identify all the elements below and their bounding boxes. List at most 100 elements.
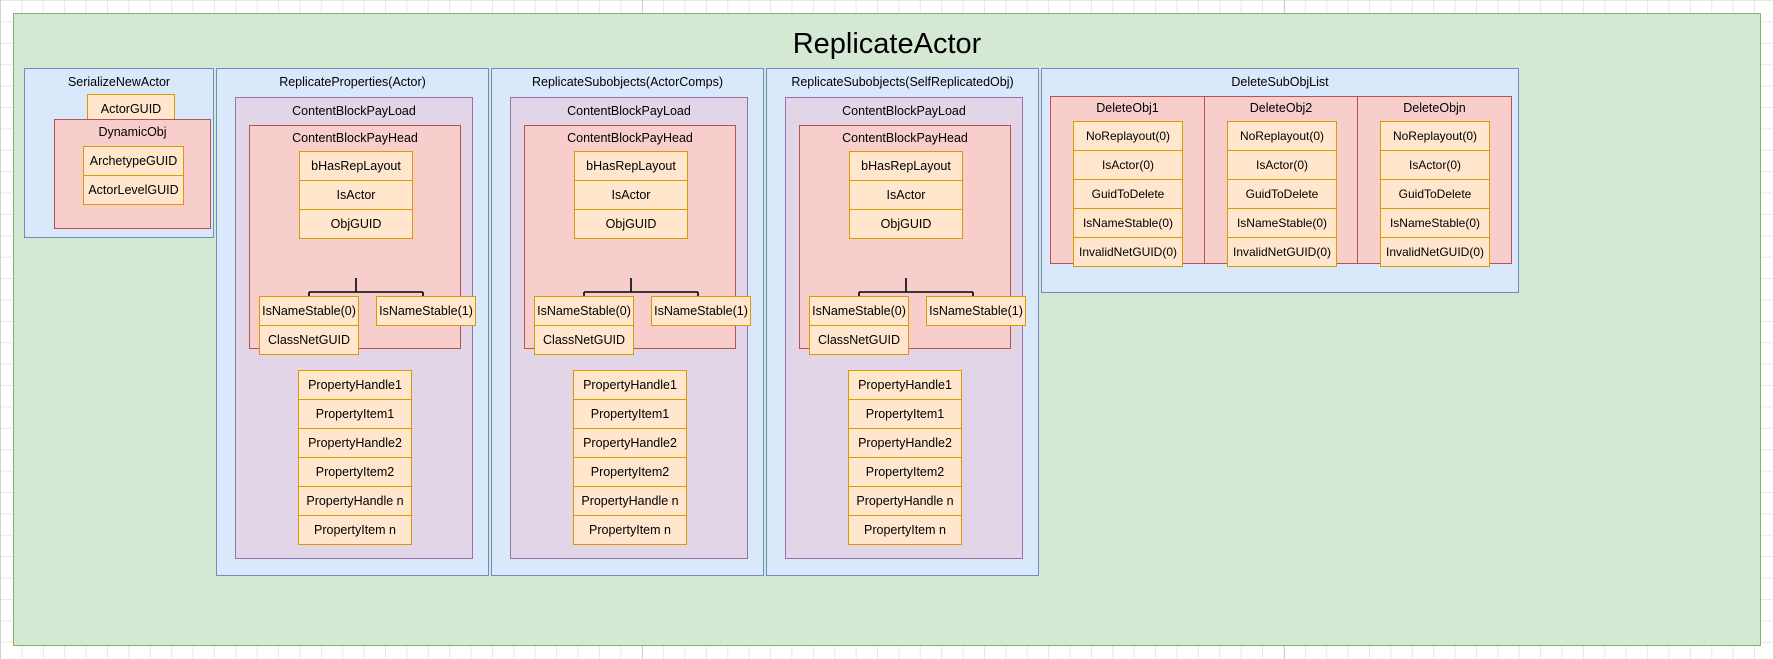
list-item[interactable]: IsNameStable(0): [1380, 208, 1490, 238]
list-item[interactable]: IsActor(0): [1227, 150, 1337, 180]
list-item[interactable]: GuidToDelete: [1073, 179, 1183, 209]
delete-obj-1-container[interactable]: DeleteObj1 NoReplayout(0) IsActor(0) Gui…: [1051, 97, 1205, 267]
list-item[interactable]: PropertyItem2: [848, 457, 962, 487]
content-block-payhead-title: ContentBlockPayHead: [567, 131, 693, 145]
delete-obj-n-item-list: NoReplayout(0) IsActor(0) GuidToDelete I…: [1380, 121, 1490, 267]
list-item[interactable]: PropertyItem1: [573, 399, 687, 429]
content-block-payload-title: ContentBlockPayLoad: [842, 104, 966, 118]
list-item[interactable]: IsNameStable(0): [259, 296, 359, 326]
delete-sub-obj-list-title: DeleteSubObjList: [1231, 75, 1329, 89]
branch-left-list: IsNameStable(0) ClassNetGUID: [534, 296, 634, 355]
list-item[interactable]: IsActor: [299, 180, 413, 210]
list-item[interactable]: NoReplayout(0): [1380, 121, 1490, 151]
list-item[interactable]: PropertyHandle1: [573, 370, 687, 400]
list-item[interactable]: PropertyHandle2: [573, 428, 687, 458]
list-item[interactable]: PropertyHandle1: [298, 370, 412, 400]
replicate-subobjects-actorcomps-title: ReplicateSubobjects(ActorComps): [531, 75, 724, 89]
delete-obj-n-container[interactable]: DeleteObjn NoReplayout(0) IsActor(0) Gui…: [1357, 97, 1511, 267]
list-item[interactable]: IsActor(0): [1380, 150, 1490, 180]
list-item[interactable]: bHasRepLayout: [574, 151, 688, 181]
list-item[interactable]: NoReplayout(0): [1227, 121, 1337, 151]
list-item[interactable]: PropertyItem1: [848, 399, 962, 429]
replicate-actor-container[interactable]: ReplicateActor SerializeNewActor ActorGU…: [13, 13, 1761, 646]
list-item[interactable]: PropertyHandle n: [573, 486, 687, 516]
content-block-payhead-title: ContentBlockPayHead: [842, 131, 968, 145]
list-item[interactable]: IsNameStable(0): [534, 296, 634, 326]
page-title: ReplicateActor: [792, 28, 982, 60]
delete-obj-2-item-list: NoReplayout(0) IsActor(0) GuidToDelete I…: [1227, 121, 1337, 267]
serialize-new-actor-container[interactable]: SerializeNewActor ActorGUID DynamicObj A…: [24, 68, 214, 238]
list-item[interactable]: IsNameStable(1): [376, 296, 476, 326]
columns-row: SerializeNewActor ActorGUID DynamicObj A…: [24, 68, 1519, 576]
list-item[interactable]: IsNameStable(1): [651, 296, 751, 326]
list-item[interactable]: ClassNetGUID: [534, 325, 634, 355]
property-list: PropertyHandle1 PropertyItem1 PropertyHa…: [298, 370, 412, 545]
list-item[interactable]: IsNameStable(0): [809, 296, 909, 326]
delete-sub-obj-list-container[interactable]: DeleteSubObjList DeleteObj1 NoReplayout(…: [1041, 68, 1519, 293]
list-item[interactable]: ObjGUID: [849, 209, 963, 239]
payhead-field-list: bHasRepLayout IsActor ObjGUID: [849, 151, 963, 239]
list-item[interactable]: GuidToDelete: [1380, 179, 1490, 209]
list-item[interactable]: ObjGUID: [299, 209, 413, 239]
list-item[interactable]: PropertyItem1: [298, 399, 412, 429]
branch-left-list: IsNameStable(0) ClassNetGUID: [259, 296, 359, 355]
payhead-field-list: bHasRepLayout IsActor ObjGUID: [299, 151, 413, 239]
branch-right-list: IsNameStable(1): [926, 296, 1026, 326]
list-item[interactable]: IsActor(0): [1073, 150, 1183, 180]
content-block-payload-title: ContentBlockPayLoad: [567, 104, 691, 118]
list-item[interactable]: IsActor: [574, 180, 688, 210]
content-block-payload-container[interactable]: ContentBlockPayLoad ContentBlockPayHead …: [785, 97, 1026, 559]
dynamic-obj-title: DynamicObj: [98, 125, 167, 139]
list-item[interactable]: ArchetypeGUID: [83, 146, 184, 176]
list-item[interactable]: IsNameStable(0): [1073, 208, 1183, 238]
content-block-payhead-container[interactable]: ContentBlockPayHead bHasRepLayout IsActo…: [249, 125, 476, 355]
list-item[interactable]: IsNameStable(0): [1227, 208, 1337, 238]
content-block-payload-container[interactable]: ContentBlockPayLoad ContentBlockPayHead …: [510, 97, 751, 559]
list-item[interactable]: bHasRepLayout: [299, 151, 413, 181]
content-block-payload-container[interactable]: ContentBlockPayLoad ContentBlockPayHead …: [235, 97, 476, 559]
list-item[interactable]: PropertyItem n: [848, 515, 962, 545]
list-item[interactable]: InvalidNetGUID(0): [1380, 237, 1490, 267]
list-item[interactable]: PropertyHandle n: [848, 486, 962, 516]
delete-obj-2-title: DeleteObj2: [1249, 101, 1313, 115]
content-block-payhead-container[interactable]: ContentBlockPayHead bHasRepLayout IsActo…: [524, 125, 751, 355]
replicate-subobjects-actorcomps-container[interactable]: ReplicateSubobjects(ActorComps) ContentB…: [491, 68, 764, 576]
content-block-payhead-container[interactable]: ContentBlockPayHead bHasRepLayout IsActo…: [799, 125, 1026, 355]
content-block-payload-title: ContentBlockPayLoad: [292, 104, 416, 118]
delete-obj-2-container[interactable]: DeleteObj2 NoReplayout(0) IsActor(0) Gui…: [1204, 97, 1358, 267]
list-item[interactable]: IsActor: [849, 180, 963, 210]
list-item[interactable]: ObjGUID: [574, 209, 688, 239]
replicate-properties-actor-container[interactable]: ReplicateProperties(Actor) ContentBlockP…: [216, 68, 489, 576]
list-item[interactable]: ClassNetGUID: [259, 325, 359, 355]
list-item[interactable]: PropertyHandle2: [848, 428, 962, 458]
list-item[interactable]: bHasRepLayout: [849, 151, 963, 181]
list-item[interactable]: ActorLevelGUID: [83, 175, 184, 205]
dynamic-obj-container[interactable]: DynamicObj ArchetypeGUID ActorLevelGUID: [54, 119, 211, 229]
list-item[interactable]: PropertyItem2: [298, 457, 412, 487]
list-item[interactable]: PropertyHandle2: [298, 428, 412, 458]
list-item[interactable]: InvalidNetGUID(0): [1227, 237, 1337, 267]
content-block-payhead-title: ContentBlockPayHead: [292, 131, 418, 145]
list-item[interactable]: NoReplayout(0): [1073, 121, 1183, 151]
replicate-properties-actor-title: ReplicateProperties(Actor): [279, 75, 426, 89]
branch-left-list: IsNameStable(0) ClassNetGUID: [809, 296, 909, 355]
serialize-new-actor-title: SerializeNewActor: [67, 75, 171, 89]
list-item[interactable]: PropertyItem n: [573, 515, 687, 545]
list-item[interactable]: PropertyHandle n: [298, 486, 412, 516]
replicate-subobjects-selfreplicatedobj-title: ReplicateSubobjects(SelfReplicatedObj): [791, 75, 1014, 89]
delete-obj-n-title: DeleteObjn: [1403, 101, 1466, 115]
branch-right-list: IsNameStable(1): [651, 296, 751, 326]
replicate-subobjects-selfreplicatedobj-container[interactable]: ReplicateSubobjects(SelfReplicatedObj) C…: [766, 68, 1039, 576]
list-item[interactable]: GuidToDelete: [1227, 179, 1337, 209]
list-item[interactable]: InvalidNetGUID(0): [1073, 237, 1183, 267]
list-item[interactable]: PropertyItem n: [298, 515, 412, 545]
delete-objects-row: DeleteObj1 NoReplayout(0) IsActor(0) Gui…: [1050, 96, 1512, 267]
list-item[interactable]: PropertyItem2: [573, 457, 687, 487]
list-item[interactable]: ClassNetGUID: [809, 325, 909, 355]
list-item[interactable]: PropertyHandle1: [848, 370, 962, 400]
list-item[interactable]: IsNameStable(1): [926, 296, 1026, 326]
payhead-field-list: bHasRepLayout IsActor ObjGUID: [574, 151, 688, 239]
property-list: PropertyHandle1 PropertyItem1 PropertyHa…: [573, 370, 687, 545]
delete-obj-1-title: DeleteObj1: [1096, 101, 1159, 115]
property-list: PropertyHandle1 PropertyItem1 PropertyHa…: [848, 370, 962, 545]
